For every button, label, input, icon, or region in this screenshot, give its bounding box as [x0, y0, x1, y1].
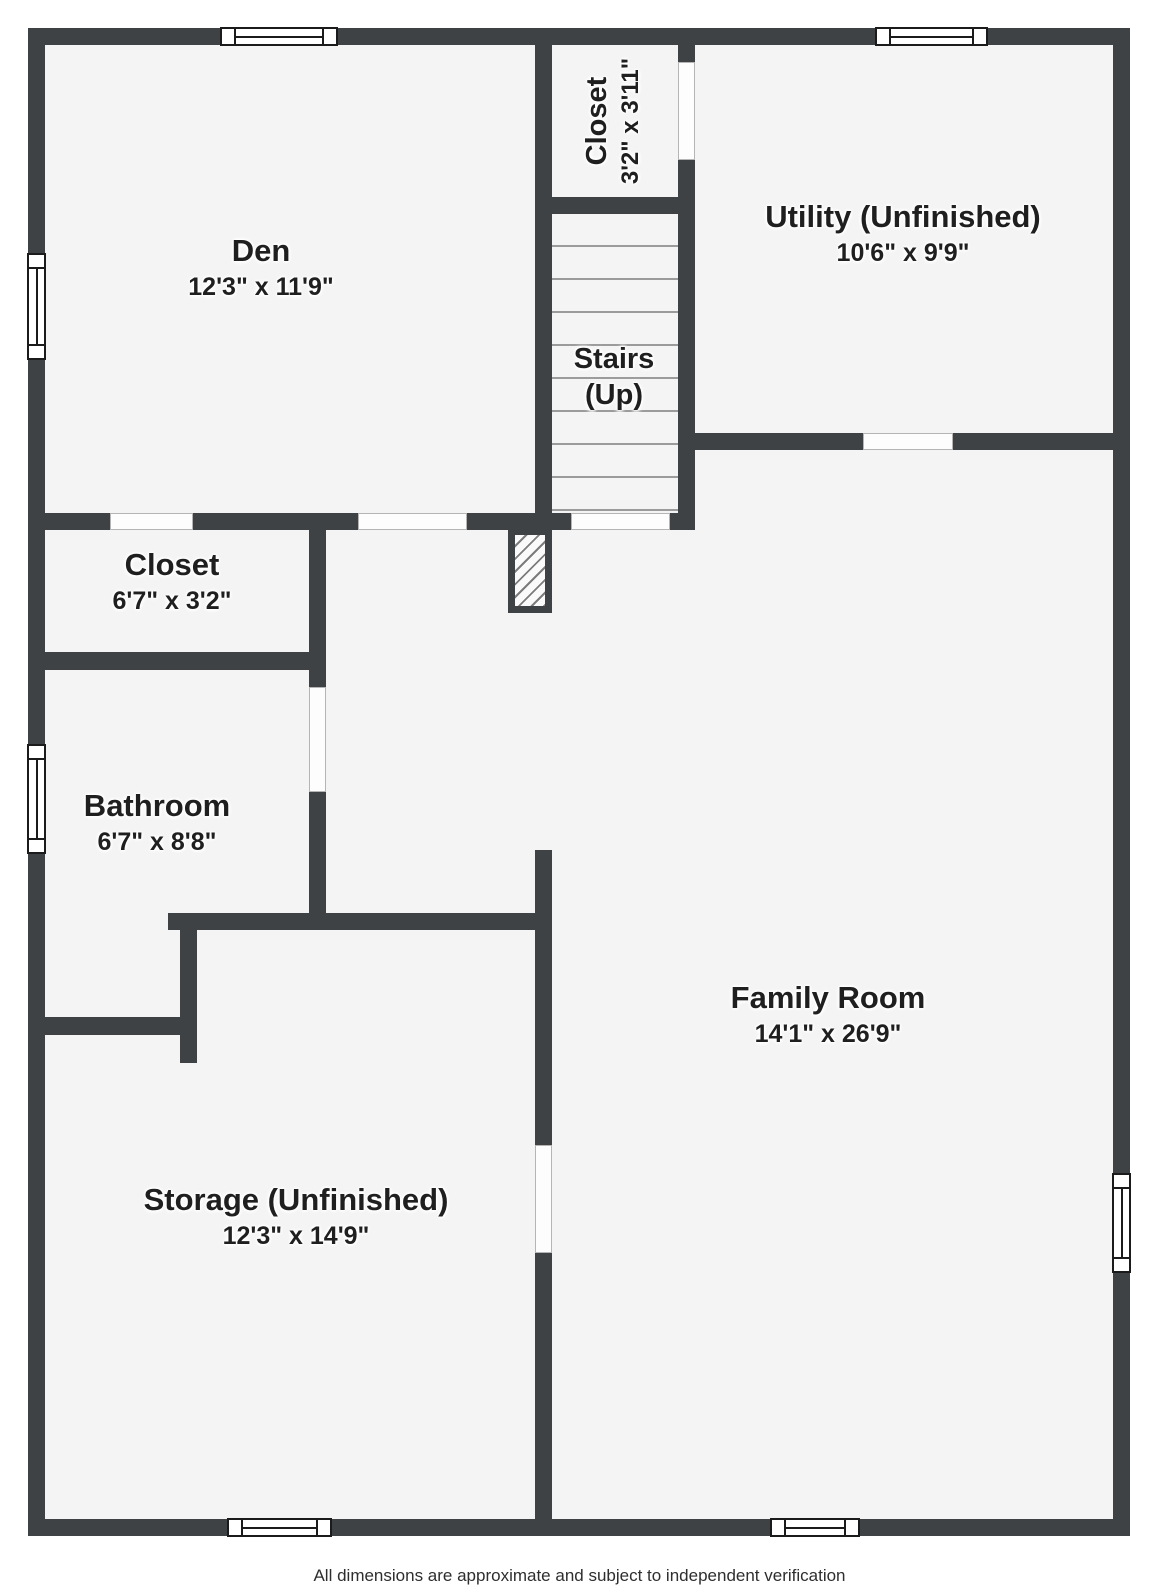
- room-name: Den: [231, 233, 291, 268]
- room-label-utility: Utility (Unfinished) 10'6" x 9'9": [765, 198, 1041, 270]
- room-dims: 12'3" x 11'9": [188, 273, 334, 301]
- room-dims: 12'3" x 14'9": [222, 1222, 370, 1250]
- hatched-half-wall: [508, 528, 552, 613]
- window-storage-bottom: [227, 1518, 332, 1537]
- room-name: Storage (Unfinished): [143, 1182, 449, 1217]
- room-dims: 10'6" x 9'9": [836, 239, 970, 267]
- disclaimer-text: All dimensions are approximate and subje…: [313, 1566, 846, 1585]
- wall-storage-top: [168, 913, 552, 930]
- wall-stairs-right: [678, 45, 695, 530]
- room-label-stairs: Stairs (Up): [574, 341, 655, 413]
- window-den-left: [27, 253, 46, 360]
- door-opening-den-closet: [110, 513, 193, 530]
- room-dims: 6'7" x 3'2": [112, 587, 232, 615]
- room-dims: 14'1" x 26'9": [754, 1020, 902, 1048]
- wall-closet-left-bottom: [45, 652, 326, 670]
- window-utility-top: [875, 27, 988, 46]
- wall-outer-bottom: [28, 1519, 1130, 1536]
- wall-closet-top-bottom: [552, 197, 678, 214]
- room-label-den: Den 12'3" x 11'9": [188, 232, 333, 304]
- room-name: Bathroom: [83, 788, 231, 823]
- room-dims: 3'2" x 3'11": [617, 57, 644, 185]
- window-bathroom-left: [27, 744, 46, 854]
- room-label-storage: Storage (Unfinished) 12'3" x 14'9": [144, 1181, 449, 1253]
- door-opening-den-hall: [358, 513, 467, 530]
- window-den-top: [220, 27, 338, 46]
- room-name: Stairs: [573, 343, 655, 375]
- room-dims: 6'7" x 8'8": [97, 828, 217, 856]
- door-opening-utility: [863, 433, 953, 450]
- door-opening-bathroom: [309, 687, 326, 792]
- room-name: Utility (Unfinished): [765, 199, 1041, 234]
- wall-outer-right: [1113, 28, 1130, 1536]
- window-family-room-bottom: [770, 1518, 860, 1537]
- room-label-closet-top: Closet 3'2" x 3'11": [579, 58, 647, 184]
- door-opening-closet-utility: [678, 62, 695, 160]
- room-name: Family Room: [730, 980, 926, 1015]
- wall-den-right: [535, 45, 552, 530]
- room-label-closet-left: Closet 6'7" x 3'2": [112, 546, 231, 618]
- wall-bathroom-bottom: [45, 1017, 197, 1035]
- window-family-room-right: [1112, 1173, 1131, 1273]
- wall-storage-left-stub: [180, 913, 197, 1063]
- room-direction: (Up): [585, 379, 643, 411]
- door-opening-stairs: [571, 513, 670, 530]
- room-name: Closet: [124, 547, 220, 582]
- room-label-bathroom: Bathroom 6'7" x 8'8": [84, 787, 230, 859]
- stair-treads: [552, 214, 678, 513]
- door-opening-family-storage: [535, 1145, 552, 1253]
- room-name: Closet: [581, 76, 613, 166]
- room-label-family-room: Family Room 14'1" x 26'9": [731, 979, 926, 1051]
